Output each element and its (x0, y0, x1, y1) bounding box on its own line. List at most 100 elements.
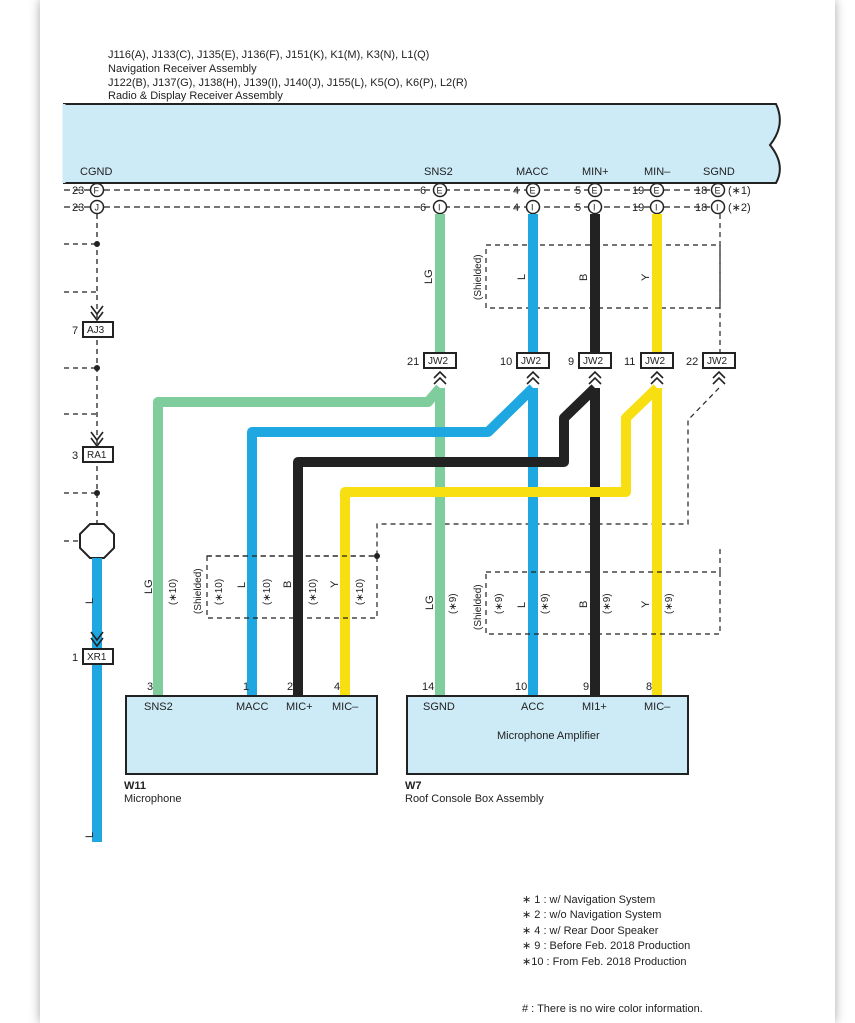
svg-text:MIC+: MIC+ (286, 701, 313, 713)
svg-text:2: 2 (287, 681, 293, 693)
svg-text:4: 4 (513, 202, 519, 214)
junction-ra1 (82, 446, 114, 463)
svg-text:∗ 4 : w/ Rear Door Speaker: ∗ 4 : w/ Rear Door Speaker (522, 925, 659, 937)
footnote: # : There is no wire color information. (522, 1003, 703, 1015)
svg-text:I: I (716, 203, 719, 213)
header-connectors-1: J116(A), J133(C), J135(E), J136(F), J151… (108, 49, 429, 61)
svg-text:∗ 1 : w/ Navigation System: ∗ 1 : w/ Navigation System (522, 894, 655, 906)
svg-text:F: F (94, 186, 100, 196)
header-radio-receiver: Radio & Display Receiver Assembly (108, 90, 283, 102)
svg-text:E: E (654, 186, 660, 196)
svg-text:3: 3 (72, 450, 78, 462)
svg-text:Y: Y (640, 600, 652, 608)
svg-text:23: 23 (72, 185, 84, 197)
wire-sgnd-shield (207, 387, 720, 557)
pin-label-macc: MACC (516, 166, 548, 178)
pin-label-sns2: SNS2 (424, 166, 453, 178)
svg-text:Microphone Amplifier: Microphone Amplifier (497, 730, 600, 742)
svg-text:5: 5 (575, 202, 581, 214)
svg-text:(∗10): (∗10) (262, 579, 273, 605)
svg-text:W7: W7 (405, 780, 422, 792)
svg-text:(∗9): (∗9) (448, 593, 459, 614)
svg-text:B: B (578, 274, 590, 281)
svg-text:(∗10): (∗10) (168, 579, 179, 605)
svg-text:LG: LG (424, 595, 436, 610)
svg-text:I: I (438, 203, 441, 213)
wire-lg-to-mic (153, 384, 444, 696)
svg-text:23: 23 (72, 202, 84, 214)
svg-text:(∗10): (∗10) (214, 579, 225, 605)
svg-text:Y: Y (640, 273, 652, 281)
svg-text:JW2: JW2 (521, 356, 541, 367)
roof-console-component: 14 10 9 8 SGND ACC MI1+ MIC– Microphone … (405, 681, 689, 805)
svg-text:6: 6 (420, 185, 426, 197)
svg-text:18: 18 (695, 185, 707, 197)
svg-text:∗ 2 : w/o Navigation System: ∗ 2 : w/o Navigation System (522, 909, 661, 921)
svg-text:(∗10): (∗10) (308, 579, 319, 605)
svg-text:SGND: SGND (423, 701, 455, 713)
svg-text:7: 7 (72, 325, 78, 337)
svg-text:(∗9): (∗9) (664, 593, 675, 614)
junction-aj3 (82, 321, 114, 338)
svg-text:E: E (437, 186, 443, 196)
svg-text:E: E (715, 186, 721, 196)
svg-text:I: I (655, 203, 658, 213)
svg-text:L: L (516, 602, 528, 608)
svg-text:J: J (95, 203, 100, 213)
svg-text:(∗10): (∗10) (355, 579, 366, 605)
jw2-junctions: 21 JW2 10 JW2 9 JW2 11 JW2 22 JW2 (407, 352, 736, 385)
svg-text:Y: Y (329, 580, 341, 588)
svg-text:SNS2: SNS2 (144, 701, 173, 713)
svg-text:XR1: XR1 (87, 652, 107, 663)
svg-text:6: 6 (420, 202, 426, 214)
svg-text:9: 9 (583, 681, 589, 693)
svg-text:3: 3 (147, 681, 153, 693)
lower-right-shield: (Shielded) (∗9) LG (∗9) L (∗9) B (∗9) Y … (424, 545, 721, 635)
connector-row-1: 23 F 6 E 4 E 5 E 19 E 18 E (∗1) (72, 182, 751, 198)
svg-text:AJ3: AJ3 (87, 325, 105, 336)
svg-text:L: L (84, 598, 96, 604)
svg-text:9: 9 (568, 356, 574, 368)
svg-text:21: 21 (407, 356, 419, 368)
receiver-assembly-box (63, 103, 781, 184)
svg-text:∗10 : From Feb. 2018 Productio: ∗10 : From Feb. 2018 Production (522, 956, 687, 968)
svg-text:JW2: JW2 (707, 356, 727, 367)
svg-text:L: L (84, 832, 96, 838)
cgnd-ground-chain: 7 AJ3 3 RA1 (64, 214, 115, 559)
svg-text:LG: LG (143, 579, 155, 594)
svg-text:E: E (530, 186, 536, 196)
lower-left-shield: (Shielded) (∗10) LG (∗10) L (∗10) B (∗10… (143, 555, 378, 619)
svg-text:RA1: RA1 (87, 450, 107, 461)
svg-text:(∗9): (∗9) (602, 593, 613, 614)
svg-text:B: B (578, 601, 590, 608)
svg-text:8: 8 (646, 681, 652, 693)
svg-text:LG: LG (423, 269, 435, 284)
svg-text:MIC–: MIC– (332, 701, 359, 713)
svg-text:10: 10 (500, 356, 512, 368)
svg-text:ACC: ACC (521, 701, 544, 713)
svg-text:W11: W11 (124, 780, 146, 792)
svg-text:11: 11 (624, 356, 635, 368)
svg-text:(Shielded): (Shielded) (193, 568, 204, 614)
svg-text:19: 19 (632, 202, 644, 214)
svg-text:(∗9): (∗9) (494, 593, 505, 614)
svg-text:E: E (592, 186, 598, 196)
svg-text:L: L (516, 274, 528, 280)
svg-text:1: 1 (243, 681, 249, 693)
svg-text:Microphone: Microphone (124, 793, 181, 805)
wire-l-to-mic (247, 384, 537, 696)
svg-text:1: 1 (72, 652, 78, 664)
wire-l-xr1: L 1 XR1 L (72, 558, 114, 842)
upper-shield: (Shielded) (473, 214, 721, 355)
svg-text:JW2: JW2 (645, 356, 665, 367)
svg-text:(Shielded): (Shielded) (473, 584, 484, 630)
svg-text:MACC: MACC (236, 701, 268, 713)
header-nav-receiver: Navigation Receiver Assembly (108, 63, 257, 75)
junction-xr1 (82, 648, 114, 665)
svg-text:5: 5 (575, 185, 581, 197)
wire-b-to-mic (293, 384, 599, 696)
svg-text:JW2: JW2 (428, 356, 448, 367)
svg-text:(Shielded): (Shielded) (473, 254, 484, 300)
svg-text:4: 4 (513, 185, 519, 197)
